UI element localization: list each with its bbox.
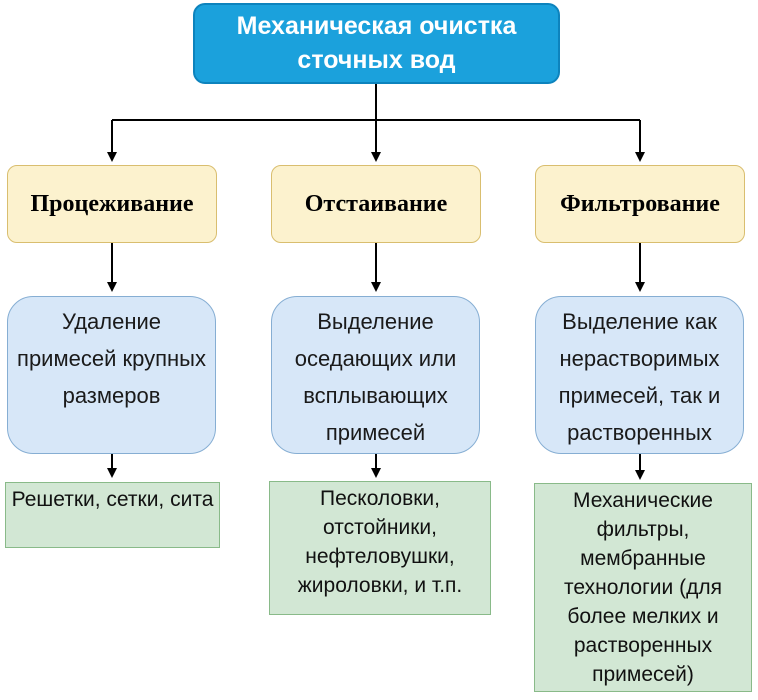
- root-node-title: Механическая очистка сточных вод: [193, 3, 560, 84]
- description-node-1: Удаление примесей крупных размеров: [7, 296, 216, 454]
- description-node-3: Выделение как нерастворимых примесей, та…: [535, 296, 744, 454]
- stage-node-otstaivanie: Отстаивание: [271, 165, 481, 243]
- stage-node-procezhivanie: Процеживание: [7, 165, 217, 243]
- description-node-2: Выделение оседающих или всплывающих прим…: [271, 296, 480, 454]
- examples-node-2: Песколовки, отстойники, нефтеловушки, жи…: [269, 481, 491, 615]
- stage-node-filtrovanie: Фильтрование: [535, 165, 745, 243]
- examples-node-3: Механические фильтры, мембранные техноло…: [534, 483, 752, 692]
- examples-node-1: Решетки, сетки, сита: [5, 482, 220, 548]
